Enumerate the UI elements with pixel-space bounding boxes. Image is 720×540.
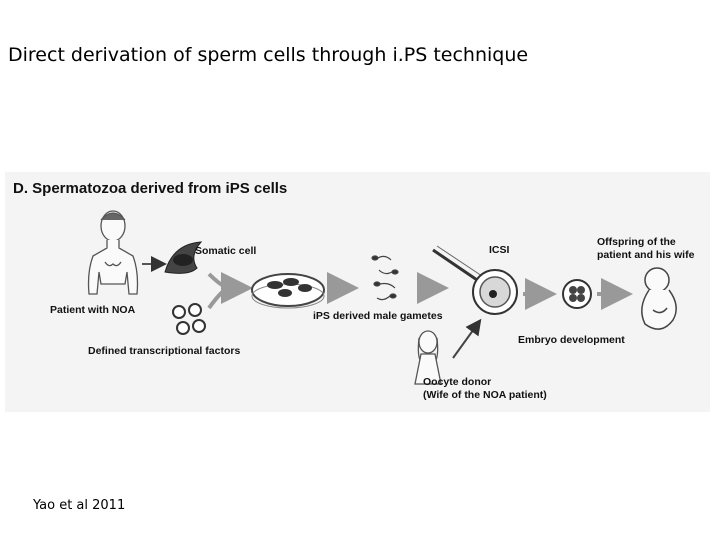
- label-icsi: ICSI: [489, 244, 509, 257]
- citation: Yao et al 2011: [33, 498, 125, 513]
- embryo-icon: [563, 280, 591, 308]
- label-oocyte: Oocyte donor (Wife of the NOA patient): [423, 376, 547, 402]
- ips-spermatozoa-diagram: D. Spermatozoa derived from iPS cells So…: [5, 172, 710, 412]
- label-offspring-line2: patient and his wife: [597, 249, 694, 262]
- oocyte-icon: [473, 270, 517, 314]
- label-patient: Patient with NOA: [50, 304, 135, 317]
- label-embryo: Embryo development: [518, 334, 625, 347]
- label-somatic-cell: Somatic cell: [195, 245, 256, 258]
- label-offspring: Offspring of the patient and his wife: [597, 236, 694, 262]
- label-factors: Defined transcriptional factors: [88, 345, 240, 358]
- label-oocyte-line2: (Wife of the NOA patient): [423, 389, 547, 402]
- label-gametes: iPS derived male gametes: [313, 310, 443, 323]
- figure-heading: D. Spermatozoa derived from iPS cells: [13, 180, 287, 197]
- slide-title: Direct derivation of sperm cells through…: [8, 44, 528, 66]
- label-oocyte-line1: Oocyte donor: [423, 376, 547, 389]
- diagram-artwork: [5, 172, 710, 412]
- label-offspring-line1: Offspring of the: [597, 236, 694, 249]
